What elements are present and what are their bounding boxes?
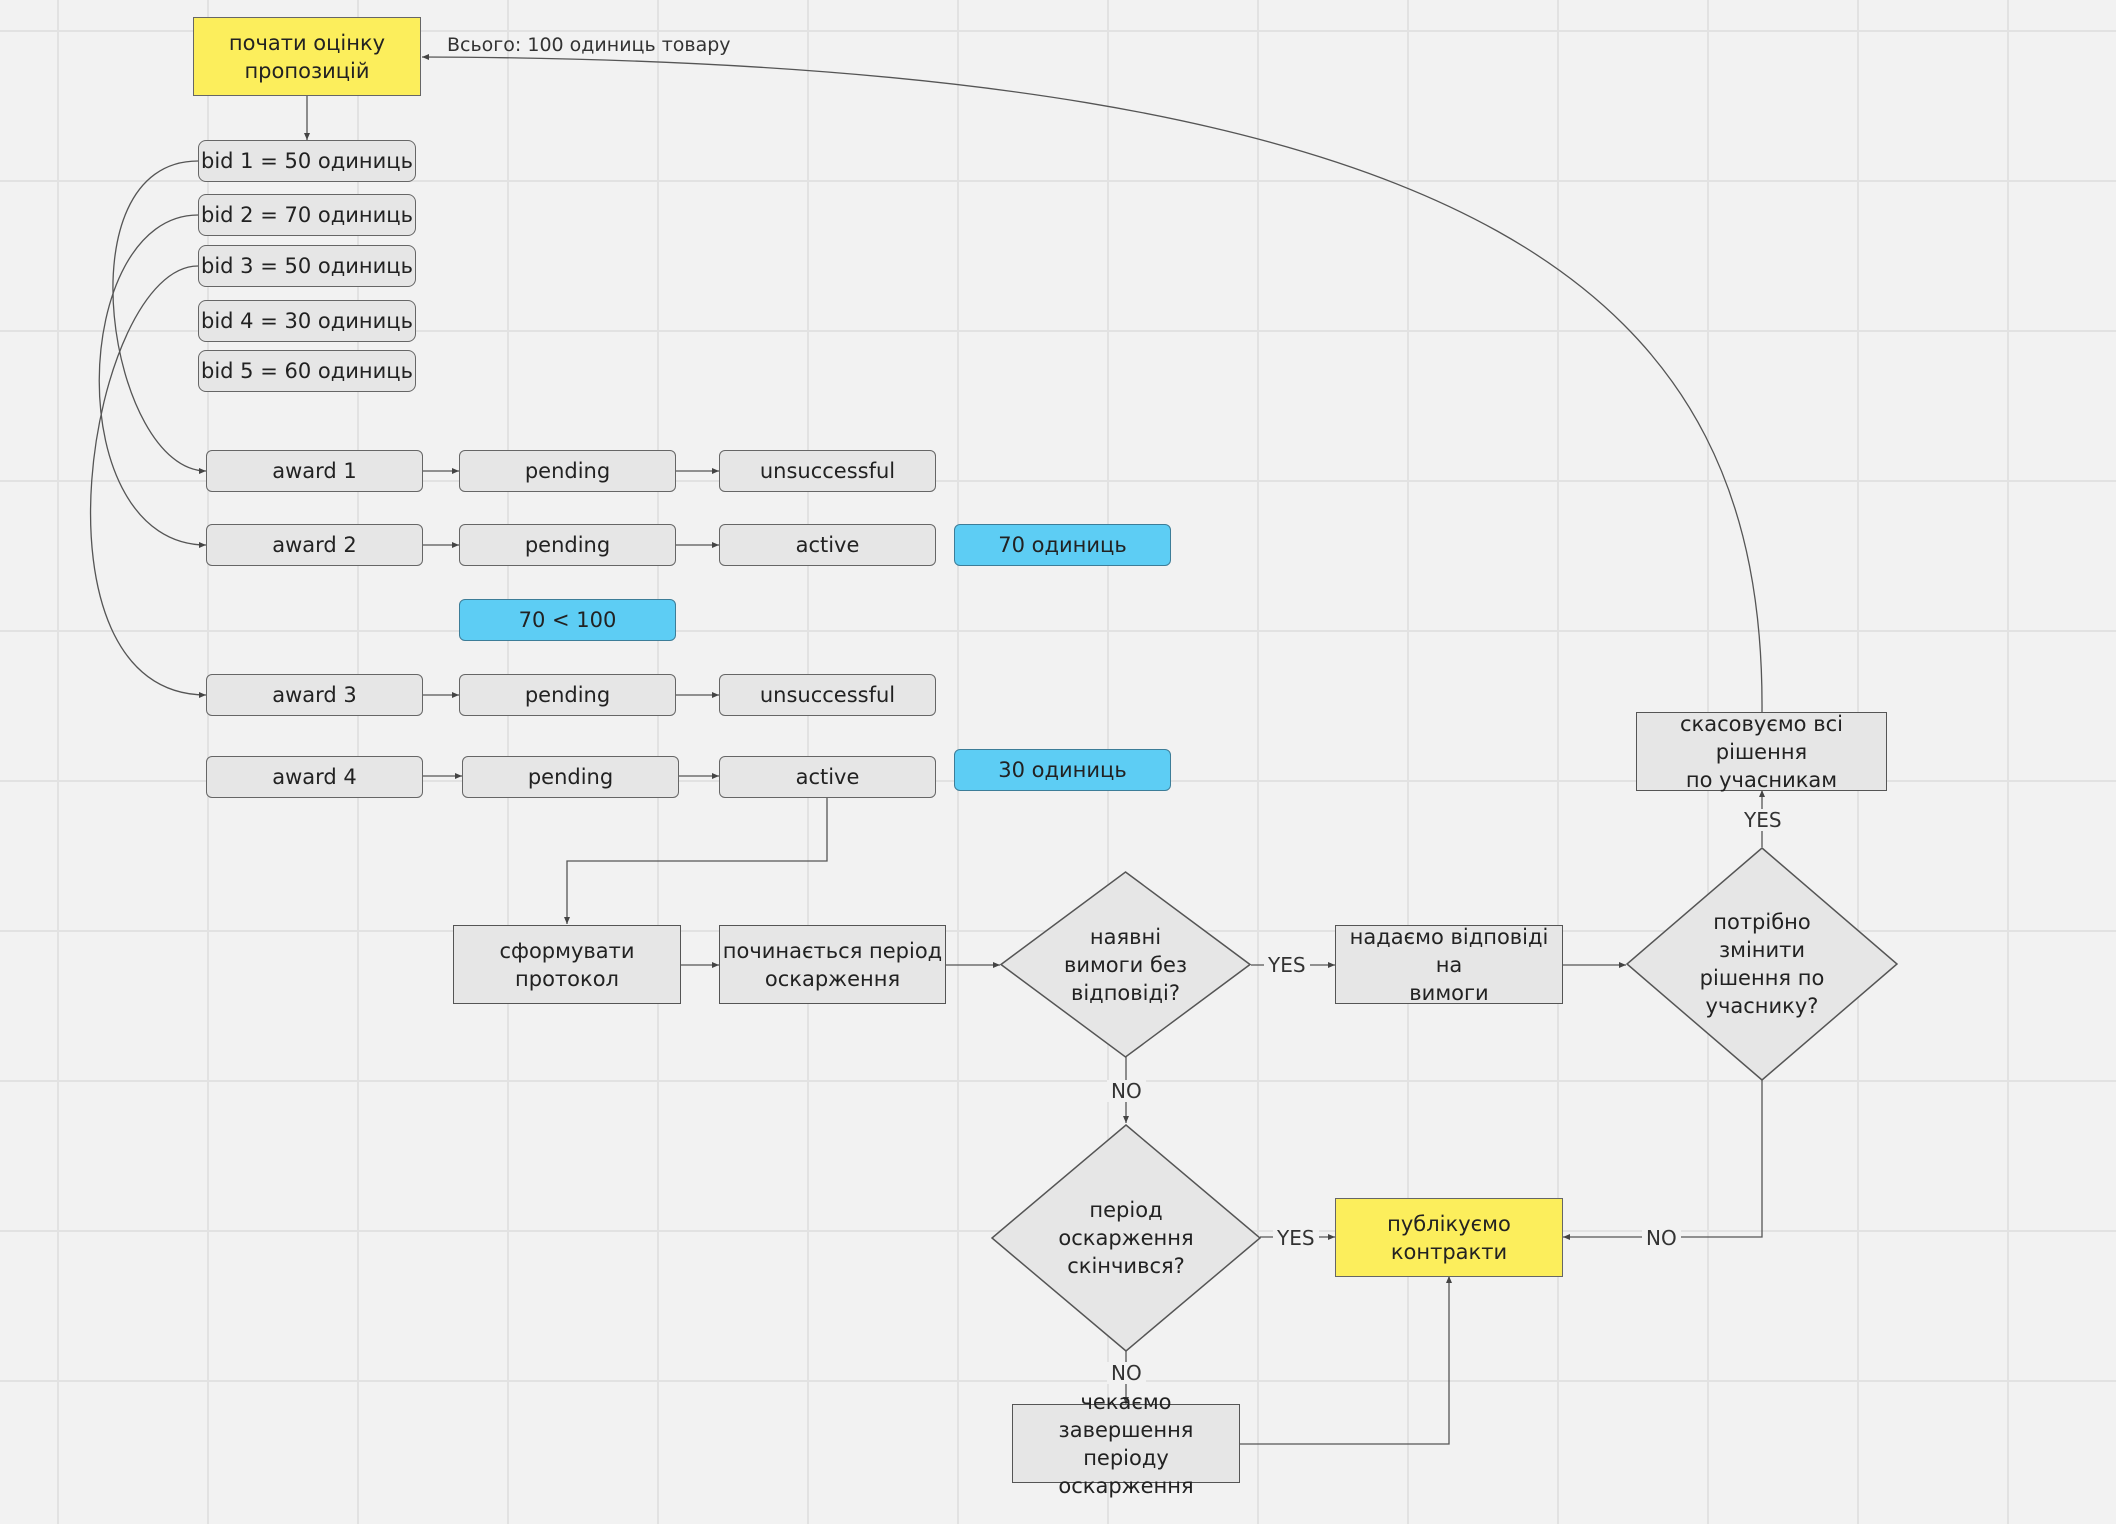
award-3[interactable]: award 3 [206, 674, 423, 716]
appeal-period-start-node[interactable]: починається період оскарження [719, 925, 946, 1004]
over-yes-label: YES [1273, 1227, 1319, 1249]
start-evaluation-node[interactable]: почати оцінку пропозицій [193, 17, 421, 96]
award-1[interactable]: award 1 [206, 450, 423, 492]
edge-change-no [1563, 1080, 1763, 1240]
publish-contracts-node[interactable]: публікуємо контракти [1335, 1198, 1563, 1277]
change-no-label: NO [1642, 1227, 1681, 1249]
bid-2[interactable]: bid 2 = 70 одиниць [198, 194, 416, 236]
appeal-over-diamond[interactable]: період оскарження скінчився? [991, 1124, 1261, 1352]
change-question-text: потрібно змінити рішення по учаснику? [1699, 910, 1825, 1018]
form-protocol-node[interactable]: сформувати протокол [453, 925, 681, 1004]
total-units-note: Всього: 100 одиниць товару [447, 34, 731, 56]
award-4-pending[interactable]: pending [462, 756, 679, 798]
edge-wait-to-publish [1240, 1276, 1452, 1445]
award-3-pending[interactable]: pending [459, 674, 676, 716]
claims-question-text: наявні вимоги без відповіді? [1063, 924, 1188, 1005]
bid-1[interactable]: bid 1 = 50 одиниць [198, 140, 416, 182]
edge-active-to-protocol [564, 797, 828, 924]
award-2-active[interactable]: active [719, 524, 936, 566]
change-yes-label: YES [1740, 809, 1786, 831]
award-3-unsuccessful[interactable]: unsuccessful [719, 674, 936, 716]
bid-4[interactable]: bid 4 = 30 одиниць [198, 300, 416, 342]
award-1-unsuccessful[interactable]: unsuccessful [719, 450, 936, 492]
answer-claims-node[interactable]: надаємо відповіді на вимоги [1335, 925, 1563, 1005]
claims-decision-diamond[interactable]: наявні вимоги без відповіді? [1000, 871, 1251, 1058]
edge-bid2-to-award2 [98, 214, 207, 548]
claims-no-label: NO [1107, 1080, 1146, 1102]
claims-yes-label: YES [1264, 954, 1310, 976]
award-4-units-note: 30 одиниць [954, 749, 1171, 791]
diamond-shape [991, 1124, 1261, 1352]
compare-note: 70 < 100 [459, 599, 676, 641]
edge-cancel-to-start [421, 54, 1763, 713]
appeal-over-question-text: період оскарження скінчився? [1058, 1198, 1194, 1278]
wait-appeal-end-node[interactable]: чекаємо завершення періоду оскарження [1012, 1390, 1240, 1498]
award-2-units-note: 70 одиниць [954, 524, 1171, 566]
award-4-active[interactable]: active [719, 756, 936, 798]
edge-bid3-to-award3 [89, 265, 207, 698]
diamond-shape [1626, 847, 1898, 1081]
award-1-pending[interactable]: pending [459, 450, 676, 492]
cancel-decisions-node[interactable]: скасовуємо всі рішення по учасникам [1636, 712, 1887, 792]
edge-bid1-to-award1 [112, 160, 207, 474]
award-2[interactable]: award 2 [206, 524, 423, 566]
bid-3[interactable]: bid 3 = 50 одиниць [198, 245, 416, 287]
award-4[interactable]: award 4 [206, 756, 423, 798]
bid-5[interactable]: bid 5 = 60 одиниць [198, 350, 416, 392]
diamond-shape [1000, 871, 1251, 1058]
award-2-pending[interactable]: pending [459, 524, 676, 566]
over-no-label: NO [1107, 1362, 1146, 1384]
change-decision-diamond[interactable]: потрібно змінити рішення по учаснику? [1626, 847, 1898, 1081]
